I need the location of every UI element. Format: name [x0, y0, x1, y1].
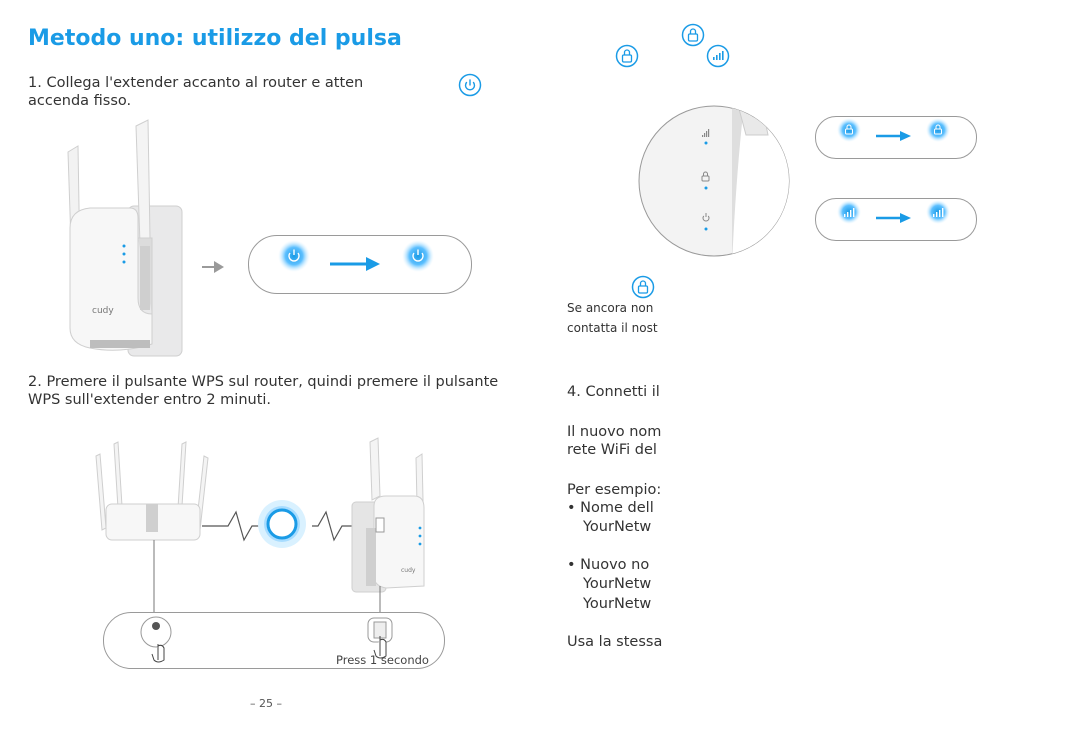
- extender-brand-logo: cudy: [92, 306, 114, 316]
- lock-icon: [631, 275, 655, 299]
- signal-led-transition: [837, 200, 950, 224]
- bullet-2: • Nuovo no: [567, 557, 650, 573]
- new-name-line1: Il nuovo nom: [567, 424, 662, 440]
- step2-line2: WPS sull'extender entro 2 minuti.: [28, 392, 272, 408]
- bullet-1: • Nome dell: [567, 500, 654, 516]
- extender-brand-logo-small: cudy: [401, 567, 416, 574]
- bullet-2-value-1: YourNetw: [583, 576, 652, 592]
- press-label: Press 1 secondo: [336, 653, 429, 667]
- power-icon: [458, 73, 482, 97]
- step1-line1: 1. Collega l'extender accanto al router …: [28, 75, 364, 91]
- lock-icon: [615, 44, 639, 68]
- page-number: – 25 –: [250, 697, 282, 710]
- lock-led-transition: [837, 118, 950, 142]
- arrow-right-icon: [202, 261, 224, 273]
- step1-line2: accenda fisso.: [28, 93, 132, 109]
- power-led-transition: [278, 240, 434, 272]
- wps-buttons: [140, 616, 393, 663]
- page-title: Metodo uno: utilizzo del pulsa: [28, 26, 402, 51]
- lock-icon: [681, 23, 705, 47]
- new-name-text: Il nuovo nom rete WiFi del: [567, 423, 661, 459]
- extender-led-closeup: [638, 105, 790, 257]
- note-line1: Se ancora non: [567, 301, 654, 315]
- new-name-line2: rete WiFi del: [567, 442, 657, 458]
- bullet-1-value: YourNetw: [583, 519, 652, 535]
- lock-led-status-panel: [815, 116, 977, 159]
- step4-heading: 4. Connetti il: [567, 384, 660, 400]
- bullet-2-value-2: YourNetw: [583, 596, 652, 612]
- wps-connection-illustration: [95, 437, 425, 612]
- extender-illustration: [67, 119, 183, 357]
- step2-line1: 2. Premere il pulsante WPS sul router, q…: [28, 374, 499, 390]
- example-label: Per esempio:: [567, 482, 662, 498]
- step2-text: 2. Premere il pulsante WPS sul router, q…: [28, 373, 498, 409]
- wps-button-panel: [103, 612, 445, 669]
- note-line2: contatta il nost: [567, 321, 658, 335]
- signal-bars-icon: [706, 44, 730, 68]
- final-instruction: Usa la stessa: [567, 634, 663, 650]
- step1-text: 1. Collega l'extender accanto al router …: [28, 74, 363, 110]
- power-led-status-panel: [248, 235, 472, 294]
- signal-led-status-panel: [815, 198, 977, 241]
